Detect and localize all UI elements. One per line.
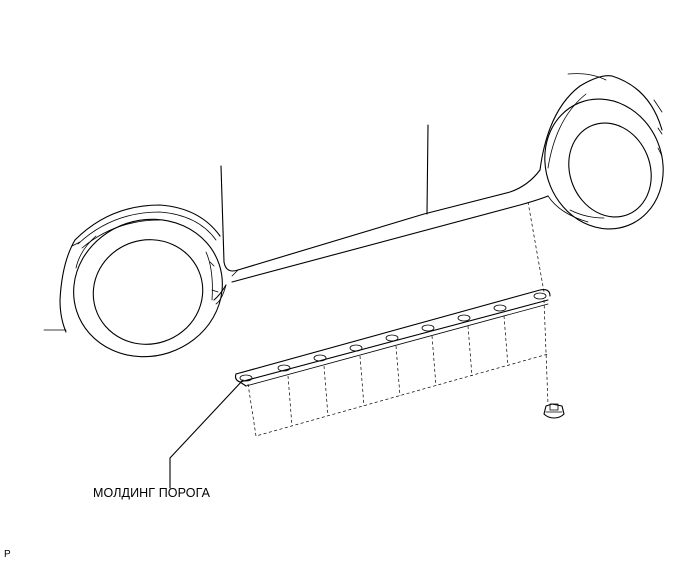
retaining-clip xyxy=(543,403,565,419)
rear-wheel xyxy=(539,73,664,230)
label-leader xyxy=(169,379,244,489)
reference-code: P xyxy=(4,549,11,560)
molding-clips xyxy=(239,292,547,382)
sill-molding-label: МОЛДИНГ ПОРОГА xyxy=(93,486,211,500)
sill-molding xyxy=(234,289,551,387)
projection-lines xyxy=(247,201,549,437)
front-wheel xyxy=(43,204,223,358)
vehicle-body xyxy=(213,124,549,305)
